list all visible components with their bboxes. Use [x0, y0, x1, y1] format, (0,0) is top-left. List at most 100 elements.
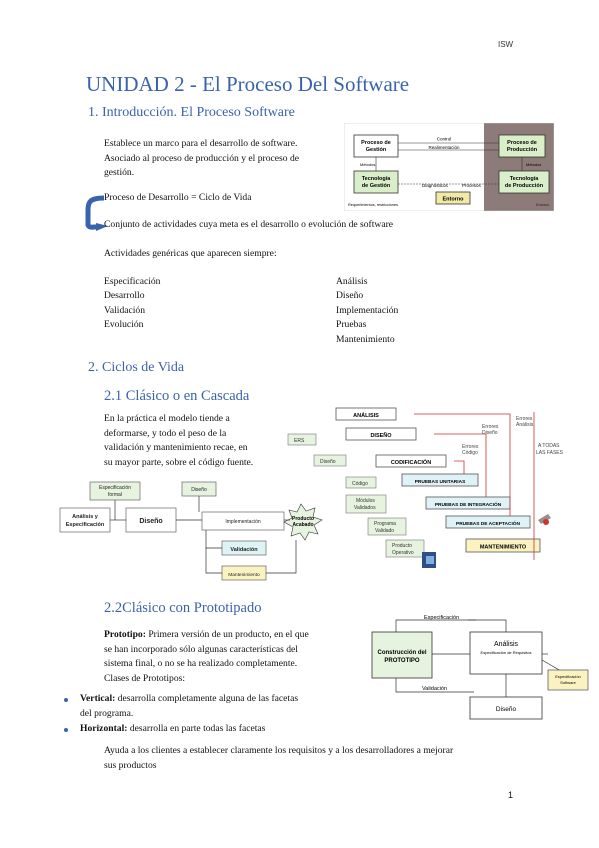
- bullet-horizontal: Horizontal: desarrolla en parte todas la…: [80, 722, 350, 737]
- box-pruebas-integracion-label: PRUEBAS DE INTEGRACIÓN: [435, 500, 502, 508]
- intro-line: Establece un marco para el desarrollo de…: [104, 138, 298, 149]
- equation-text: Proceso de Desarrollo = Ciclo de Vida: [104, 192, 252, 203]
- construccion-label: Construcción del: [377, 650, 426, 656]
- box-gestion: [353, 134, 399, 158]
- prototype-def: Primera versión de un producto, en el qu…: [145, 629, 309, 640]
- analisis-label: Análisis: [494, 641, 519, 648]
- construccion-label: PROTOTIPO: [384, 658, 420, 664]
- validacion-label: Validación: [422, 686, 447, 692]
- box-tec-produccion: [498, 170, 550, 194]
- programa-label: Validado: [375, 528, 394, 534]
- box-pruebas-aceptacion-label: PRUEBAS DE ACEPTACIÓN: [456, 519, 520, 527]
- prototype-line: se han incorporado sólo algunas caracter…: [104, 643, 298, 655]
- box-produccion: [498, 134, 546, 158]
- validacion-label: Validación: [230, 547, 258, 553]
- bullet-dot: [64, 728, 68, 732]
- err-diseno-label: Errores: [482, 424, 499, 430]
- recursos-label: Requerimientos, restricciones: [348, 203, 398, 207]
- box-entorno-label: Entorno: [442, 197, 464, 203]
- cascade-diagram: ANÁLISIS DISEÑO CODIFICACIÓN PRUEBAS UNI…: [287, 407, 564, 568]
- box-tec-produccion-label: de Producción: [505, 183, 544, 189]
- simple-flow-diagram: Análisis y Especificación Especificación…: [59, 481, 323, 581]
- espec-sw-label: Especificación: [555, 674, 581, 679]
- analisis-espec-label: Análisis y: [72, 514, 99, 520]
- mantenimiento-label: Mantenimiento: [228, 572, 260, 578]
- bullet-term: Horizontal:: [80, 723, 128, 734]
- box-pruebas-unitarias-label: PRUEBAS UNITARIAS: [415, 479, 466, 485]
- box-gestion-label: Proceso de: [361, 140, 391, 146]
- box-diseno: [345, 427, 417, 441]
- box-produccion-label: Producción: [507, 147, 538, 153]
- metodos-left-label: Métodos: [360, 162, 375, 167]
- definition-text: Conjunto de actividades cuya meta es el …: [104, 219, 394, 230]
- box-espec-sw: [547, 669, 589, 691]
- diagnosticos-label: Diagnósticos: [422, 183, 449, 188]
- producto-label: Producto: [292, 516, 314, 522]
- subsection-2-1-heading: 2.1 Clásico o en Cascada: [104, 388, 250, 404]
- activity-item: Implementación: [336, 304, 399, 316]
- diseno-doc-label: Diseño: [320, 459, 336, 465]
- producto-doc: [385, 539, 425, 558]
- box-entorno: [435, 191, 471, 205]
- activity-item: Evolución: [104, 319, 144, 331]
- subsection-2-2-heading: 2.2Clásico con Prototipado: [104, 600, 262, 616]
- analisis-espec-label: Especificación: [66, 522, 105, 528]
- diseno-label: Diseño: [496, 706, 517, 713]
- bullet-cont: del programa.: [80, 707, 134, 719]
- box-diseno-label: DISEÑO: [370, 432, 392, 439]
- box-analisis: [469, 631, 543, 675]
- page-number: 1: [508, 790, 514, 800]
- modulos-label: Validados: [354, 505, 376, 511]
- box-diseno: [469, 696, 543, 720]
- modulos-doc: [345, 494, 387, 514]
- activity-item: Desarrollo: [104, 290, 145, 302]
- cascade-line: En la práctica el modelo tiende a: [104, 413, 230, 424]
- wrench-icon: [538, 514, 551, 525]
- section-1-intro: Establece un marco para el desarrollo de…: [104, 137, 344, 181]
- box-diseno: [125, 507, 177, 533]
- box-codificacion: [375, 454, 447, 468]
- fondo-label: Entorno: [536, 203, 549, 207]
- activities-right: Análisis Diseño Implementación Pruebas M…: [336, 275, 398, 347]
- cascade-line: deformarse, y todo el peso de la: [104, 427, 227, 439]
- prototype-term: Prototipo:: [104, 629, 146, 640]
- box-pruebas-aceptacion: [445, 515, 531, 529]
- cascade-text: En la práctica el modelo tiende a deform…: [104, 412, 294, 470]
- box-tec-produccion-label: Tecnología: [510, 176, 540, 182]
- box-pruebas-unitarias: [401, 473, 479, 487]
- prototype-line: sistema final, o no se ha realizado comp…: [104, 658, 298, 670]
- control-label: Control: [437, 137, 452, 142]
- diseno-doc: [313, 454, 347, 467]
- header-label: ISW: [498, 40, 514, 49]
- err-codigo-label: Errores: [462, 444, 479, 450]
- box-implementacion: [201, 511, 285, 531]
- closing-text: Ayuda a los clientes a establecer claram…: [104, 744, 534, 773]
- todas-fases-label: LAS FASES: [536, 450, 564, 456]
- box-produccion-label: Proceso de: [507, 140, 537, 146]
- intro-line: gestión.: [104, 167, 135, 179]
- bullet-text: desarrolla completamente alguna de las f…: [115, 693, 299, 704]
- bullet-dot: [64, 698, 68, 702]
- producto-label: Producto: [392, 543, 412, 549]
- diseno-top-label: Diseño: [191, 487, 207, 493]
- err-analisis-label: Análisis: [516, 422, 534, 428]
- section-1-heading: 1. Introducción. El Proceso Software: [88, 105, 295, 120]
- producto-star: [283, 503, 323, 541]
- section-2-heading: 2. Ciclos de Vida: [88, 360, 185, 375]
- box-tec-gestion-label: Tecnología: [362, 176, 392, 182]
- espec-formal-label: formal: [108, 492, 122, 498]
- box-construccion: [371, 631, 433, 679]
- err-analisis-label: Errores: [516, 416, 533, 422]
- activities-title: Actividades genéricas que aparecen siemp…: [104, 248, 277, 259]
- bullet-line: Vertical: desarrolla completamente algun…: [80, 692, 350, 707]
- curved-arrow-icon: [85, 195, 108, 231]
- activities-left: Especificación Desarrollo Validación Evo…: [104, 275, 160, 333]
- codigo-label: Código: [352, 481, 368, 487]
- producto-label: Operativo: [392, 550, 414, 556]
- bullet-text: desarrolla en parte todas las facetas: [127, 723, 266, 734]
- cascade-line: su mayor parte, sobre el código fuente.: [104, 456, 254, 468]
- closing-line: sus productos: [104, 759, 157, 771]
- modulos-label: Módulos: [356, 498, 375, 504]
- computer-icon: [422, 552, 436, 568]
- ers-label: ERS: [294, 438, 305, 444]
